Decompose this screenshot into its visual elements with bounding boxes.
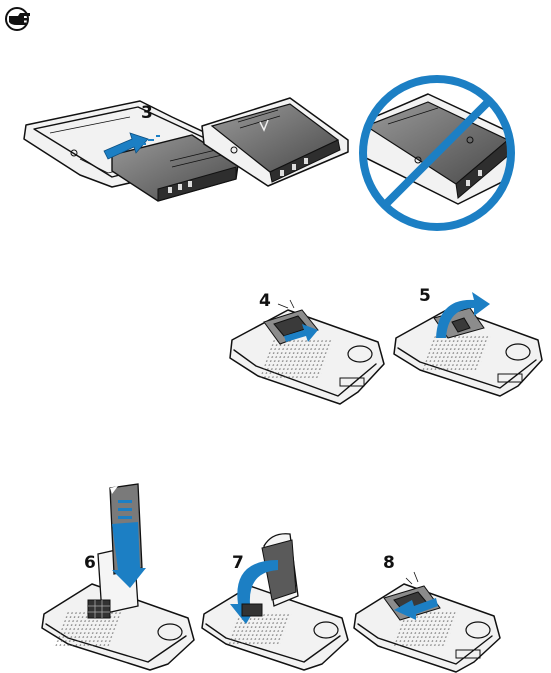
step-number-6: 6 xyxy=(84,553,96,573)
sim-holder-slide-illustration xyxy=(228,300,388,408)
step-number-3: 3 xyxy=(141,103,153,123)
step-number-8: 8 xyxy=(383,553,395,573)
incorrect-insertion-illustration xyxy=(358,74,518,232)
pointing-hand-icon xyxy=(4,6,34,32)
step-number-7: 7 xyxy=(232,553,244,573)
battery-installed-illustration xyxy=(198,92,353,192)
sim-holder-lift-illustration xyxy=(392,288,546,398)
sim-card-insert-illustration xyxy=(42,484,200,670)
step-number-4: 4 xyxy=(259,291,271,311)
sim-holder-lock-illustration xyxy=(354,568,504,672)
step-number-5: 5 xyxy=(419,286,431,306)
sim-holder-close-illustration xyxy=(202,530,352,670)
